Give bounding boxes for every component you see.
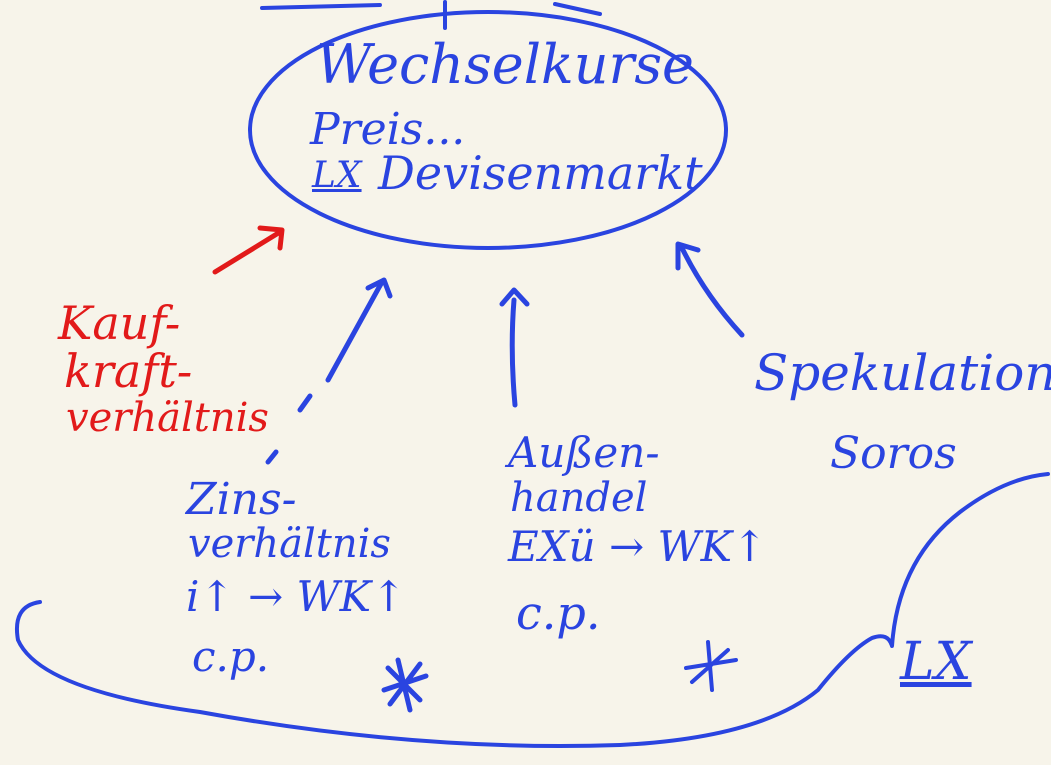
speculation-arrow [675,241,745,338]
interest-line-4: c.p. [192,632,270,681]
speculation-line-2: Soros [830,428,957,479]
bottom-brace [15,472,1050,749]
trade-line-2: handel [510,475,648,521]
speculation-line-1: Spekulation [754,344,1051,402]
trade-line-4: c.p. [516,586,601,640]
red-factor-line-3: verhältnis [66,395,269,441]
interest-line-1: Zins- [186,474,297,525]
interest-arrow [265,277,393,465]
star-2 [684,640,738,692]
red-factor-line-2: kraft- [64,344,193,398]
center-line-2: Preis... [310,104,466,155]
red-factor-line-1: Kauf- [58,296,181,350]
trade-line-1: Außen- [508,428,660,477]
center-line-3-prefix: LX [312,155,362,196]
trade-line-3: EXü → WK↑ [508,522,768,571]
interest-line-2: verhältnis [188,521,391,567]
top-right-stroke [553,2,602,16]
bottom-lx: LX [900,632,972,692]
star-1 [381,657,429,713]
red-arrow [212,225,285,275]
interest-line-3: i↑ → WK↑ [186,572,407,621]
center-line-1: Wechselkurse [316,33,694,96]
top-left-stroke [260,3,382,10]
center-line-3: Devisenmarkt [378,146,703,200]
trade-arrow [499,287,530,408]
center-ellipse [248,10,728,250]
